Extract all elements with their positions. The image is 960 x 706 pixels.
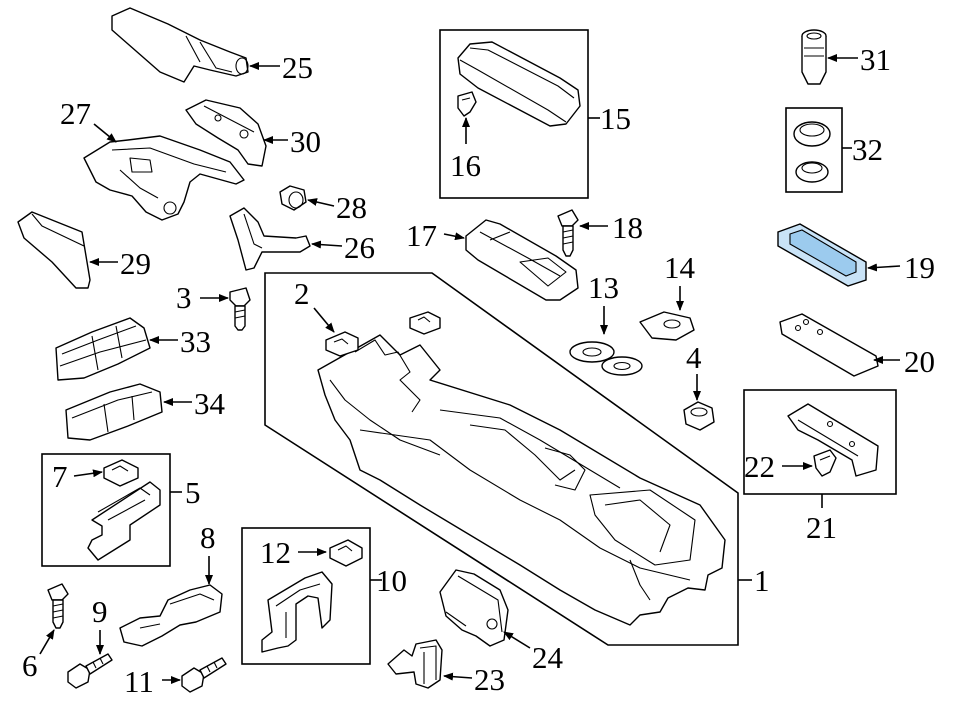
callout-33: 33	[180, 324, 211, 359]
part-19-mat[interactable]	[777, 223, 867, 287]
callout-32: 32	[852, 132, 883, 167]
part-5-bracket[interactable]	[41, 453, 171, 567]
part-16-clip[interactable]	[457, 91, 477, 117]
part-2-clip[interactable]	[325, 311, 441, 357]
part-17-hinge[interactable]	[465, 219, 579, 301]
part-22-clip[interactable]	[813, 449, 837, 477]
callout-9: 9	[92, 594, 108, 629]
part-27-mechanism[interactable]	[83, 135, 245, 221]
callout-14: 14	[664, 250, 696, 285]
callout-20: 20	[904, 344, 935, 379]
callout-17: 17	[406, 218, 437, 253]
callout-34: 34	[194, 386, 226, 421]
callout-27: 27	[60, 96, 91, 131]
part-10-bracket[interactable]	[241, 527, 371, 665]
part-12-clip[interactable]	[329, 539, 363, 567]
part-13-washers[interactable]	[569, 341, 643, 376]
callout-8: 8	[200, 520, 216, 555]
callout-18: 18	[612, 210, 643, 245]
callout-5: 5	[185, 475, 201, 510]
part-15-armrest[interactable]	[439, 29, 589, 199]
part-32-cap[interactable]	[785, 107, 843, 193]
part-8-bracket[interactable]	[119, 584, 223, 647]
part-4-nut[interactable]	[683, 401, 715, 431]
callout-numbers: 1 2 3 4 5 6 7 8 9 10 11 12 13 14 15 16 1…	[22, 42, 935, 699]
part-11-screw[interactable]	[181, 657, 227, 693]
part-23-bracket[interactable]	[387, 639, 443, 689]
part-31-socket[interactable]	[801, 29, 827, 85]
part-14-clip[interactable]	[639, 311, 695, 341]
part-7-clip[interactable]	[103, 459, 139, 487]
callout-30: 30	[290, 124, 321, 159]
callout-1: 1	[754, 563, 770, 598]
callout-23: 23	[474, 662, 505, 697]
part-6-bolt[interactable]	[47, 583, 69, 629]
callout-19: 19	[904, 250, 935, 285]
callout-15: 15	[600, 101, 631, 136]
callout-28: 28	[336, 190, 367, 225]
part-1-console-body[interactable]	[264, 272, 739, 646]
part-20-tray[interactable]	[779, 313, 879, 377]
callout-7: 7	[52, 459, 68, 494]
callout-31: 31	[860, 42, 891, 77]
part-28-knob[interactable]	[279, 185, 307, 211]
callout-4: 4	[686, 340, 702, 375]
callout-3: 3	[176, 280, 192, 315]
part-34-trim[interactable]	[65, 383, 163, 441]
part-30-trim[interactable]	[185, 99, 267, 167]
part-9-screw[interactable]	[67, 653, 113, 689]
part-33-trim[interactable]	[55, 317, 151, 381]
callout-21: 21	[806, 510, 837, 545]
part-26-lever[interactable]	[229, 207, 311, 271]
callout-11: 11	[124, 664, 154, 699]
leader-lines	[39, 54, 901, 684]
part-24-module[interactable]	[439, 569, 509, 647]
callout-24: 24	[532, 640, 564, 675]
part-25-cover[interactable]	[111, 7, 249, 83]
callout-25: 25	[282, 50, 313, 85]
callout-22: 22	[744, 449, 775, 484]
part-18-bolt[interactable]	[557, 209, 579, 257]
part-21-bracket[interactable]	[743, 389, 897, 495]
callout-2: 2	[294, 276, 310, 311]
callout-26: 26	[344, 230, 375, 265]
callout-13: 13	[588, 270, 619, 305]
callout-6: 6	[22, 648, 38, 683]
part-3-bolt[interactable]	[229, 287, 251, 331]
callout-16: 16	[450, 148, 481, 183]
callout-10: 10	[376, 563, 407, 598]
part-29-panel[interactable]	[17, 211, 91, 289]
callout-29: 29	[120, 246, 151, 281]
callout-12: 12	[260, 535, 291, 570]
